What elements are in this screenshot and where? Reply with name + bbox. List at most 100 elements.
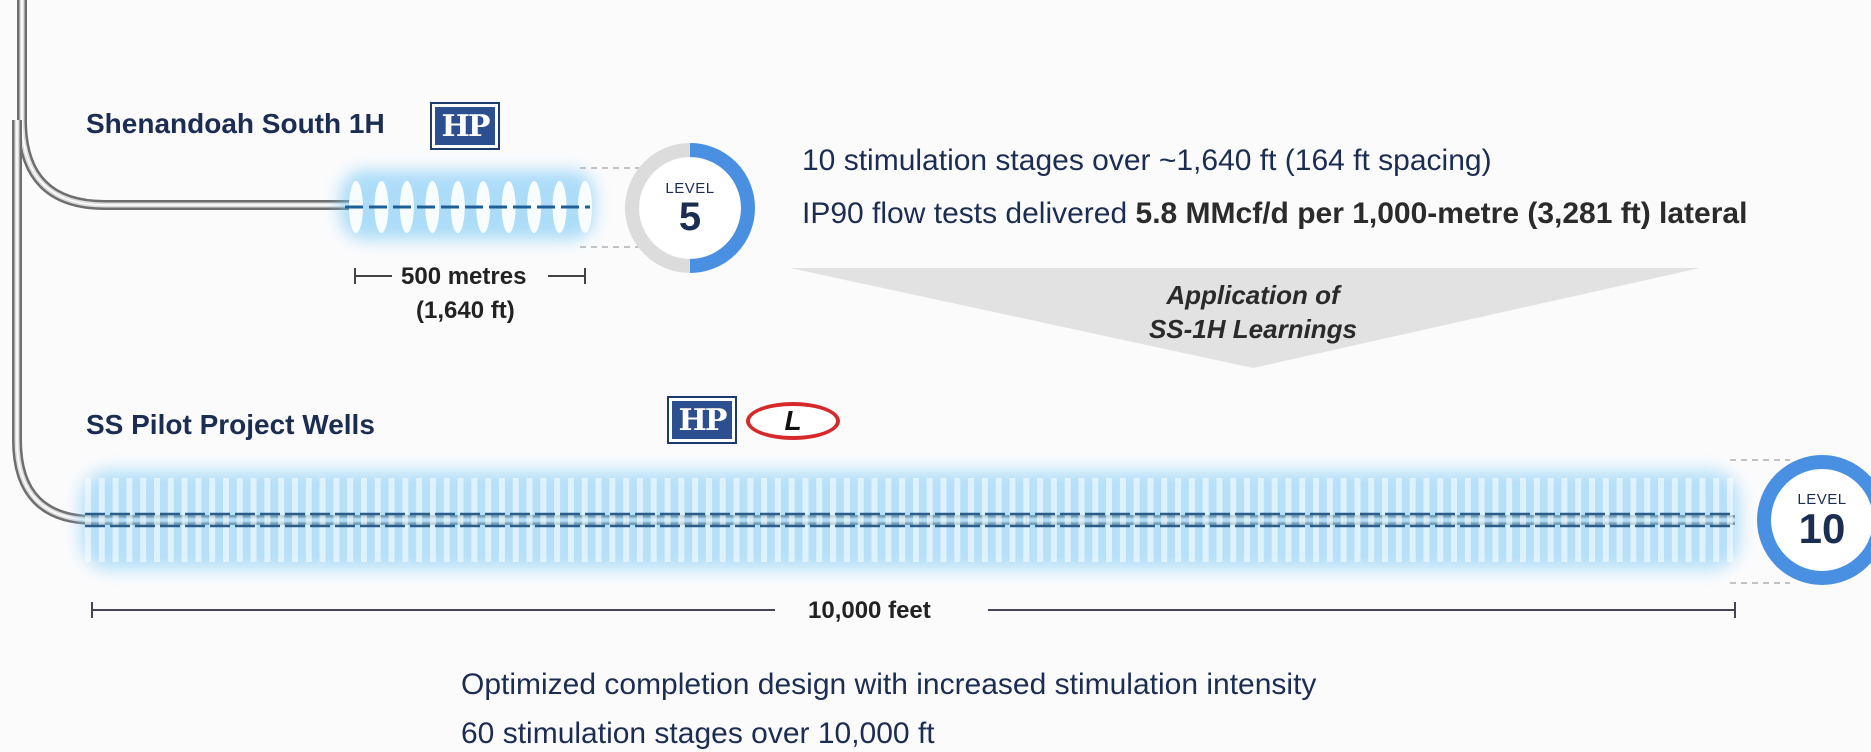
stimulation-stage bbox=[1230, 478, 1237, 562]
stimulation-stage bbox=[1092, 478, 1099, 562]
stimulation-stage bbox=[1699, 478, 1706, 562]
stimulation-stage bbox=[1175, 478, 1182, 562]
stimulation-stage bbox=[1119, 478, 1126, 562]
stimulation-stage bbox=[1271, 478, 1278, 562]
stimulation-stage bbox=[968, 478, 975, 562]
learnings-arrow bbox=[790, 268, 1700, 368]
hp-logo-top: HP bbox=[430, 102, 500, 150]
top-well-title: Shenandoah South 1H bbox=[86, 108, 385, 139]
stimulation-stage bbox=[581, 478, 588, 562]
stimulation-stage bbox=[278, 478, 285, 562]
stimulation-stage bbox=[1658, 478, 1665, 562]
stimulation-stage bbox=[1050, 478, 1057, 562]
stimulation-stage bbox=[650, 478, 657, 562]
stimulation-stage bbox=[843, 478, 850, 562]
bottom-design-line: Optimized completion design with increas… bbox=[461, 668, 1317, 701]
pilot-stimulation-zone bbox=[80, 470, 1740, 570]
stimulation-stage bbox=[471, 478, 478, 562]
stimulation-stage bbox=[678, 478, 685, 562]
stimulation-stage bbox=[374, 478, 381, 562]
stimulation-stage bbox=[1009, 478, 1016, 562]
stimulation-stage bbox=[181, 478, 188, 562]
stimulation-stage bbox=[1478, 478, 1485, 562]
stimulation-stage bbox=[429, 478, 436, 562]
stimulation-stage bbox=[871, 478, 878, 562]
level-10-badge: LEVEL 10 bbox=[1772, 470, 1871, 570]
top-length-label: 500 metres bbox=[401, 263, 527, 290]
stimulation-stage bbox=[747, 478, 754, 562]
stimulation-stage bbox=[360, 478, 367, 562]
stimulation-stage bbox=[912, 478, 919, 562]
stimulation-stage bbox=[1395, 478, 1402, 562]
level-value: 10 bbox=[1798, 504, 1846, 552]
stimulation-stage bbox=[981, 478, 988, 562]
stimulation-stage bbox=[1202, 478, 1209, 562]
stimulation-stage bbox=[1216, 478, 1223, 562]
stimulation-stage bbox=[153, 478, 160, 562]
arrow-label: Application of SS-1H Learnings bbox=[1103, 278, 1403, 346]
level-10-ring bbox=[1757, 455, 1871, 585]
stimulation-stage bbox=[140, 478, 147, 562]
stimulation-stage bbox=[527, 181, 542, 233]
stimulation-stage bbox=[333, 478, 340, 562]
stimulation-stage bbox=[1244, 478, 1251, 562]
stimulation-stage bbox=[1533, 478, 1540, 562]
top-stimulation-zone bbox=[340, 170, 595, 240]
stimulation-stage bbox=[209, 478, 216, 562]
arrow-label-line2: SS-1H Learnings bbox=[1148, 314, 1358, 344]
stimulation-stage bbox=[554, 478, 561, 562]
stimulation-stage bbox=[692, 478, 699, 562]
stimulation-stage bbox=[1575, 478, 1582, 562]
stimulation-stage bbox=[733, 478, 740, 562]
stimulation-stage bbox=[1671, 478, 1678, 562]
stimulation-stage bbox=[1285, 478, 1292, 562]
stimulation-stage bbox=[552, 181, 567, 233]
stimulation-stage bbox=[98, 478, 105, 562]
stimulation-stage bbox=[1064, 478, 1071, 562]
stimulation-stage bbox=[705, 478, 712, 562]
stimulation-stage bbox=[802, 478, 809, 562]
stimulation-stage bbox=[501, 181, 516, 233]
stimulation-stage bbox=[1561, 478, 1568, 562]
stimulation-stage bbox=[498, 478, 505, 562]
stimulation-stage bbox=[1257, 478, 1264, 562]
stimulation-stage bbox=[388, 478, 395, 562]
stimulation-stage bbox=[1299, 478, 1306, 562]
stimulation-stage bbox=[899, 478, 906, 562]
stimulation-stage bbox=[926, 478, 933, 562]
stimulation-stage bbox=[623, 478, 630, 562]
stimulation-stage bbox=[457, 478, 464, 562]
stimulation-stage bbox=[1409, 478, 1416, 562]
stimulation-stage bbox=[1147, 478, 1154, 562]
stimulation-stage bbox=[567, 478, 574, 562]
level-word: LEVEL bbox=[1797, 490, 1847, 508]
stimulation-stage bbox=[512, 478, 519, 562]
stimulation-stage bbox=[1326, 478, 1333, 562]
stimulation-stage bbox=[1589, 478, 1596, 562]
stimulation-stage bbox=[609, 478, 616, 562]
stimulation-stage bbox=[1630, 478, 1637, 562]
stimulation-stage bbox=[1464, 478, 1471, 562]
top-length-bracket bbox=[354, 268, 586, 284]
stimulation-stage bbox=[830, 478, 837, 562]
stimulation-stage bbox=[1451, 478, 1458, 562]
stimulation-stage bbox=[1423, 478, 1430, 562]
stimulation-stage bbox=[85, 478, 91, 562]
vertical-wellbore bbox=[17, 0, 360, 210]
stimulation-stage bbox=[1727, 478, 1733, 562]
stimulation-stage bbox=[1106, 478, 1113, 562]
stimulation-stage bbox=[416, 478, 423, 562]
stimulation-stage bbox=[940, 478, 947, 562]
stimulation-stage bbox=[816, 478, 823, 562]
stimulation-stage bbox=[664, 478, 671, 562]
stimulation-stage bbox=[1133, 478, 1140, 562]
stimulation-stage bbox=[222, 478, 229, 562]
info-flow-value: 5.8 MMcf/d per 1,000-metre (3,281 ft) la… bbox=[1135, 197, 1748, 230]
level-5-badge: LEVEL 5 bbox=[640, 158, 740, 258]
stimulation-stage bbox=[167, 478, 174, 562]
stimulation-stage bbox=[476, 181, 491, 233]
stimulation-stage bbox=[761, 478, 768, 562]
stimulation-stage bbox=[1685, 478, 1692, 562]
stimulation-stage bbox=[195, 478, 202, 562]
